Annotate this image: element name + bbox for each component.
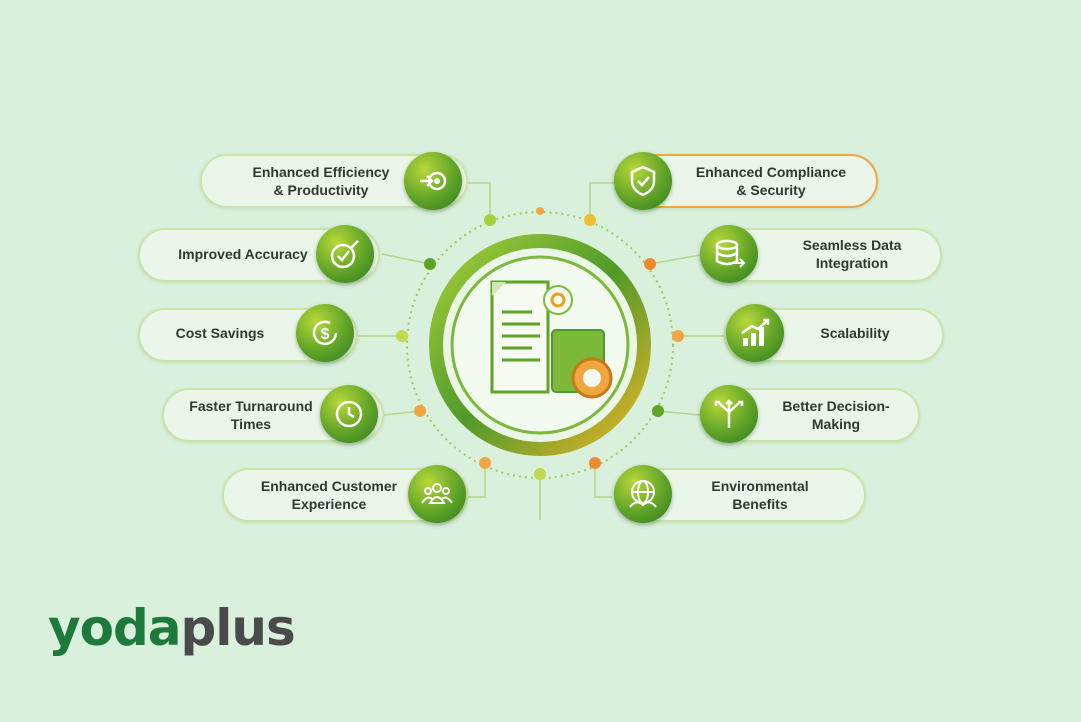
shield-check-icon — [614, 152, 672, 210]
dotted-orbit — [406, 211, 674, 479]
benefit-label-customer: Enhanced Customer Experience — [260, 478, 398, 512]
document-gear-icon — [490, 280, 613, 399]
dollar-cycle-icon: $ — [296, 304, 354, 362]
target-check-icon — [316, 225, 374, 283]
svg-text:$: $ — [321, 326, 330, 343]
gear-arrow-icon — [404, 152, 462, 210]
benefit-label-scalability: Scalability — [820, 325, 890, 341]
benefit-label-accuracy: Improved Accuracy — [178, 246, 308, 262]
database-icon — [700, 225, 758, 283]
benefit-label-efficiency: Enhanced Efficiency & Productivity — [252, 164, 390, 198]
benefit-label-decision: Better Decision- Making — [782, 398, 890, 432]
yodaplus-logo[interactable]: yodaplus — [48, 603, 296, 653]
people-icon — [408, 465, 466, 523]
decision-arrows-icon — [700, 385, 758, 443]
connector-dots — [396, 207, 684, 480]
benefit-label-environment: Environmental Benefits — [711, 478, 809, 512]
logo-part-plus: plus — [180, 599, 295, 657]
logo-part-yoda: yoda — [48, 599, 181, 657]
benefit-label-cost: Cost Savings — [175, 325, 265, 341]
clock-icon — [320, 385, 378, 443]
benefit-label-compliance: Enhanced Compliance & Security — [695, 164, 847, 198]
globe-leaf-icon — [614, 465, 672, 523]
benefit-label-integration: Seamless Data Integration — [802, 237, 902, 271]
benefit-label-turnaround: Faster Turnaround Times — [189, 398, 313, 432]
growth-chart-icon — [726, 304, 784, 362]
